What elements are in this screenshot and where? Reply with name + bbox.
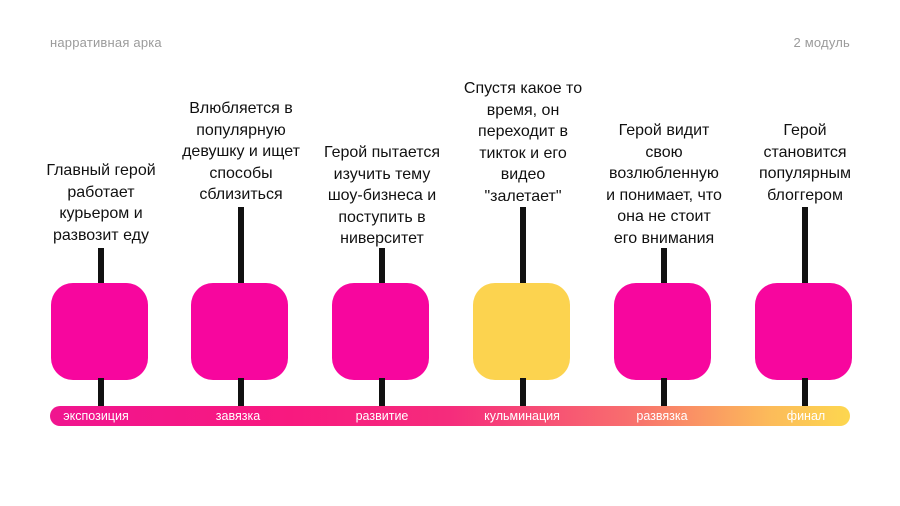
timeline-label-climax: кульминация <box>484 409 560 423</box>
stage-climax: Спустя какое то время, он переходит в ти… <box>464 0 582 430</box>
timeline-bar: экспозиция завязка развитие кульминация … <box>50 406 850 426</box>
stage-box <box>473 283 570 380</box>
connector-line <box>379 378 385 412</box>
connector-line <box>520 207 526 286</box>
connector-line <box>379 248 385 286</box>
stage-box <box>51 283 148 380</box>
connector-line <box>661 378 667 412</box>
connector-line <box>802 378 808 412</box>
connector-line <box>98 378 104 412</box>
stage-exposition: Главный герой работает курьером и развоз… <box>46 0 156 430</box>
module-label: 2 модуль <box>793 35 850 50</box>
connector-line <box>802 207 808 286</box>
connector-line <box>98 248 104 286</box>
stage-development: Герой пытается изучить тему шоу-бизнеса … <box>324 0 440 430</box>
timeline-label-setup: завязка <box>215 409 261 423</box>
stage-description: Герой видит свою возлюбленную и понимает… <box>606 122 722 247</box>
connector-line <box>238 207 244 286</box>
stage-box <box>332 283 429 380</box>
stage-box <box>191 283 288 380</box>
stage-box <box>755 283 852 380</box>
stage-box <box>614 283 711 380</box>
timeline-label-finale: финал <box>786 409 826 423</box>
page-title: нарративная арка <box>50 35 162 50</box>
stage-description: Влюбляется в популярную девушку и ищет с… <box>182 100 300 203</box>
timeline-label-exposition: экспозиция <box>63 409 129 423</box>
stage-resolution: Герой видит свою возлюбленную и понимает… <box>606 0 722 430</box>
stage-description: Спустя какое то время, он переходит в ти… <box>463 80 583 205</box>
timeline-label-development: развитие <box>355 409 409 423</box>
stage-setup: Влюбляется в популярную девушку и ищет с… <box>182 0 300 430</box>
connector-line <box>238 378 244 412</box>
timeline-label-resolution: развязка <box>636 409 688 423</box>
stage-description: Главный герой работает курьером и развоз… <box>46 162 156 244</box>
connector-line <box>661 248 667 286</box>
stage-description: Герой становится популярным блоггером <box>758 122 852 204</box>
stage-description: Герой пытается изучить тему шоу-бизнеса … <box>323 144 441 247</box>
connector-line <box>520 378 526 412</box>
stage-finale: Герой становится популярным блоггером <box>755 0 855 430</box>
